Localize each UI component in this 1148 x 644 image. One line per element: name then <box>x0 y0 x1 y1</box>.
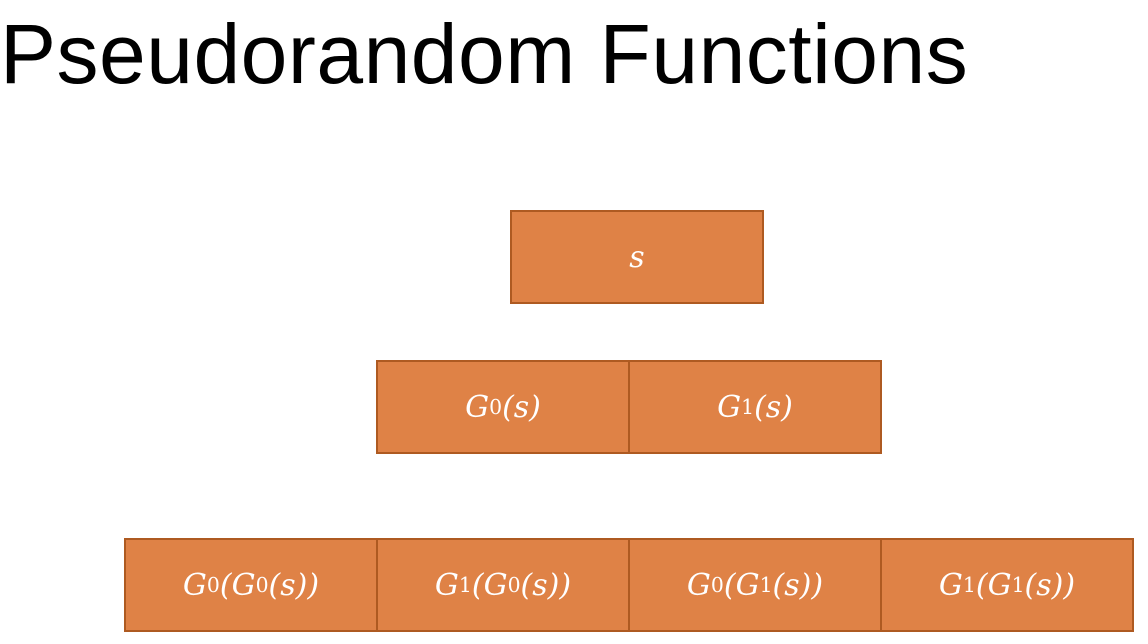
node-label: s <box>629 239 645 275</box>
node-inner-func: G <box>231 567 256 603</box>
node-func: G <box>717 389 742 425</box>
node-open-paren: ( <box>975 567 988 603</box>
node-inner-func: G <box>735 567 760 603</box>
node-outer-func: G <box>434 567 459 603</box>
node-func: G <box>465 389 490 425</box>
node-close: (s)) <box>772 567 824 603</box>
node-open-paren: ( <box>723 567 736 603</box>
node-close: (s)) <box>268 567 320 603</box>
node-close: (s)) <box>1024 567 1076 603</box>
node-open-paren: ( <box>471 567 484 603</box>
node-outer-func: G <box>182 567 207 603</box>
node-outer-func: G <box>686 567 711 603</box>
node-inner-func: G <box>987 567 1012 603</box>
node-arg: (s) <box>754 389 793 425</box>
node-close: (s)) <box>520 567 572 603</box>
node-outer-func: G <box>938 567 963 603</box>
node-open-paren: ( <box>219 567 232 603</box>
node-arg: (s) <box>502 389 541 425</box>
tree-node-root: s <box>510 210 764 304</box>
node-inner-func: G <box>483 567 508 603</box>
slide-title: Pseudorandom Functions <box>0 7 969 101</box>
